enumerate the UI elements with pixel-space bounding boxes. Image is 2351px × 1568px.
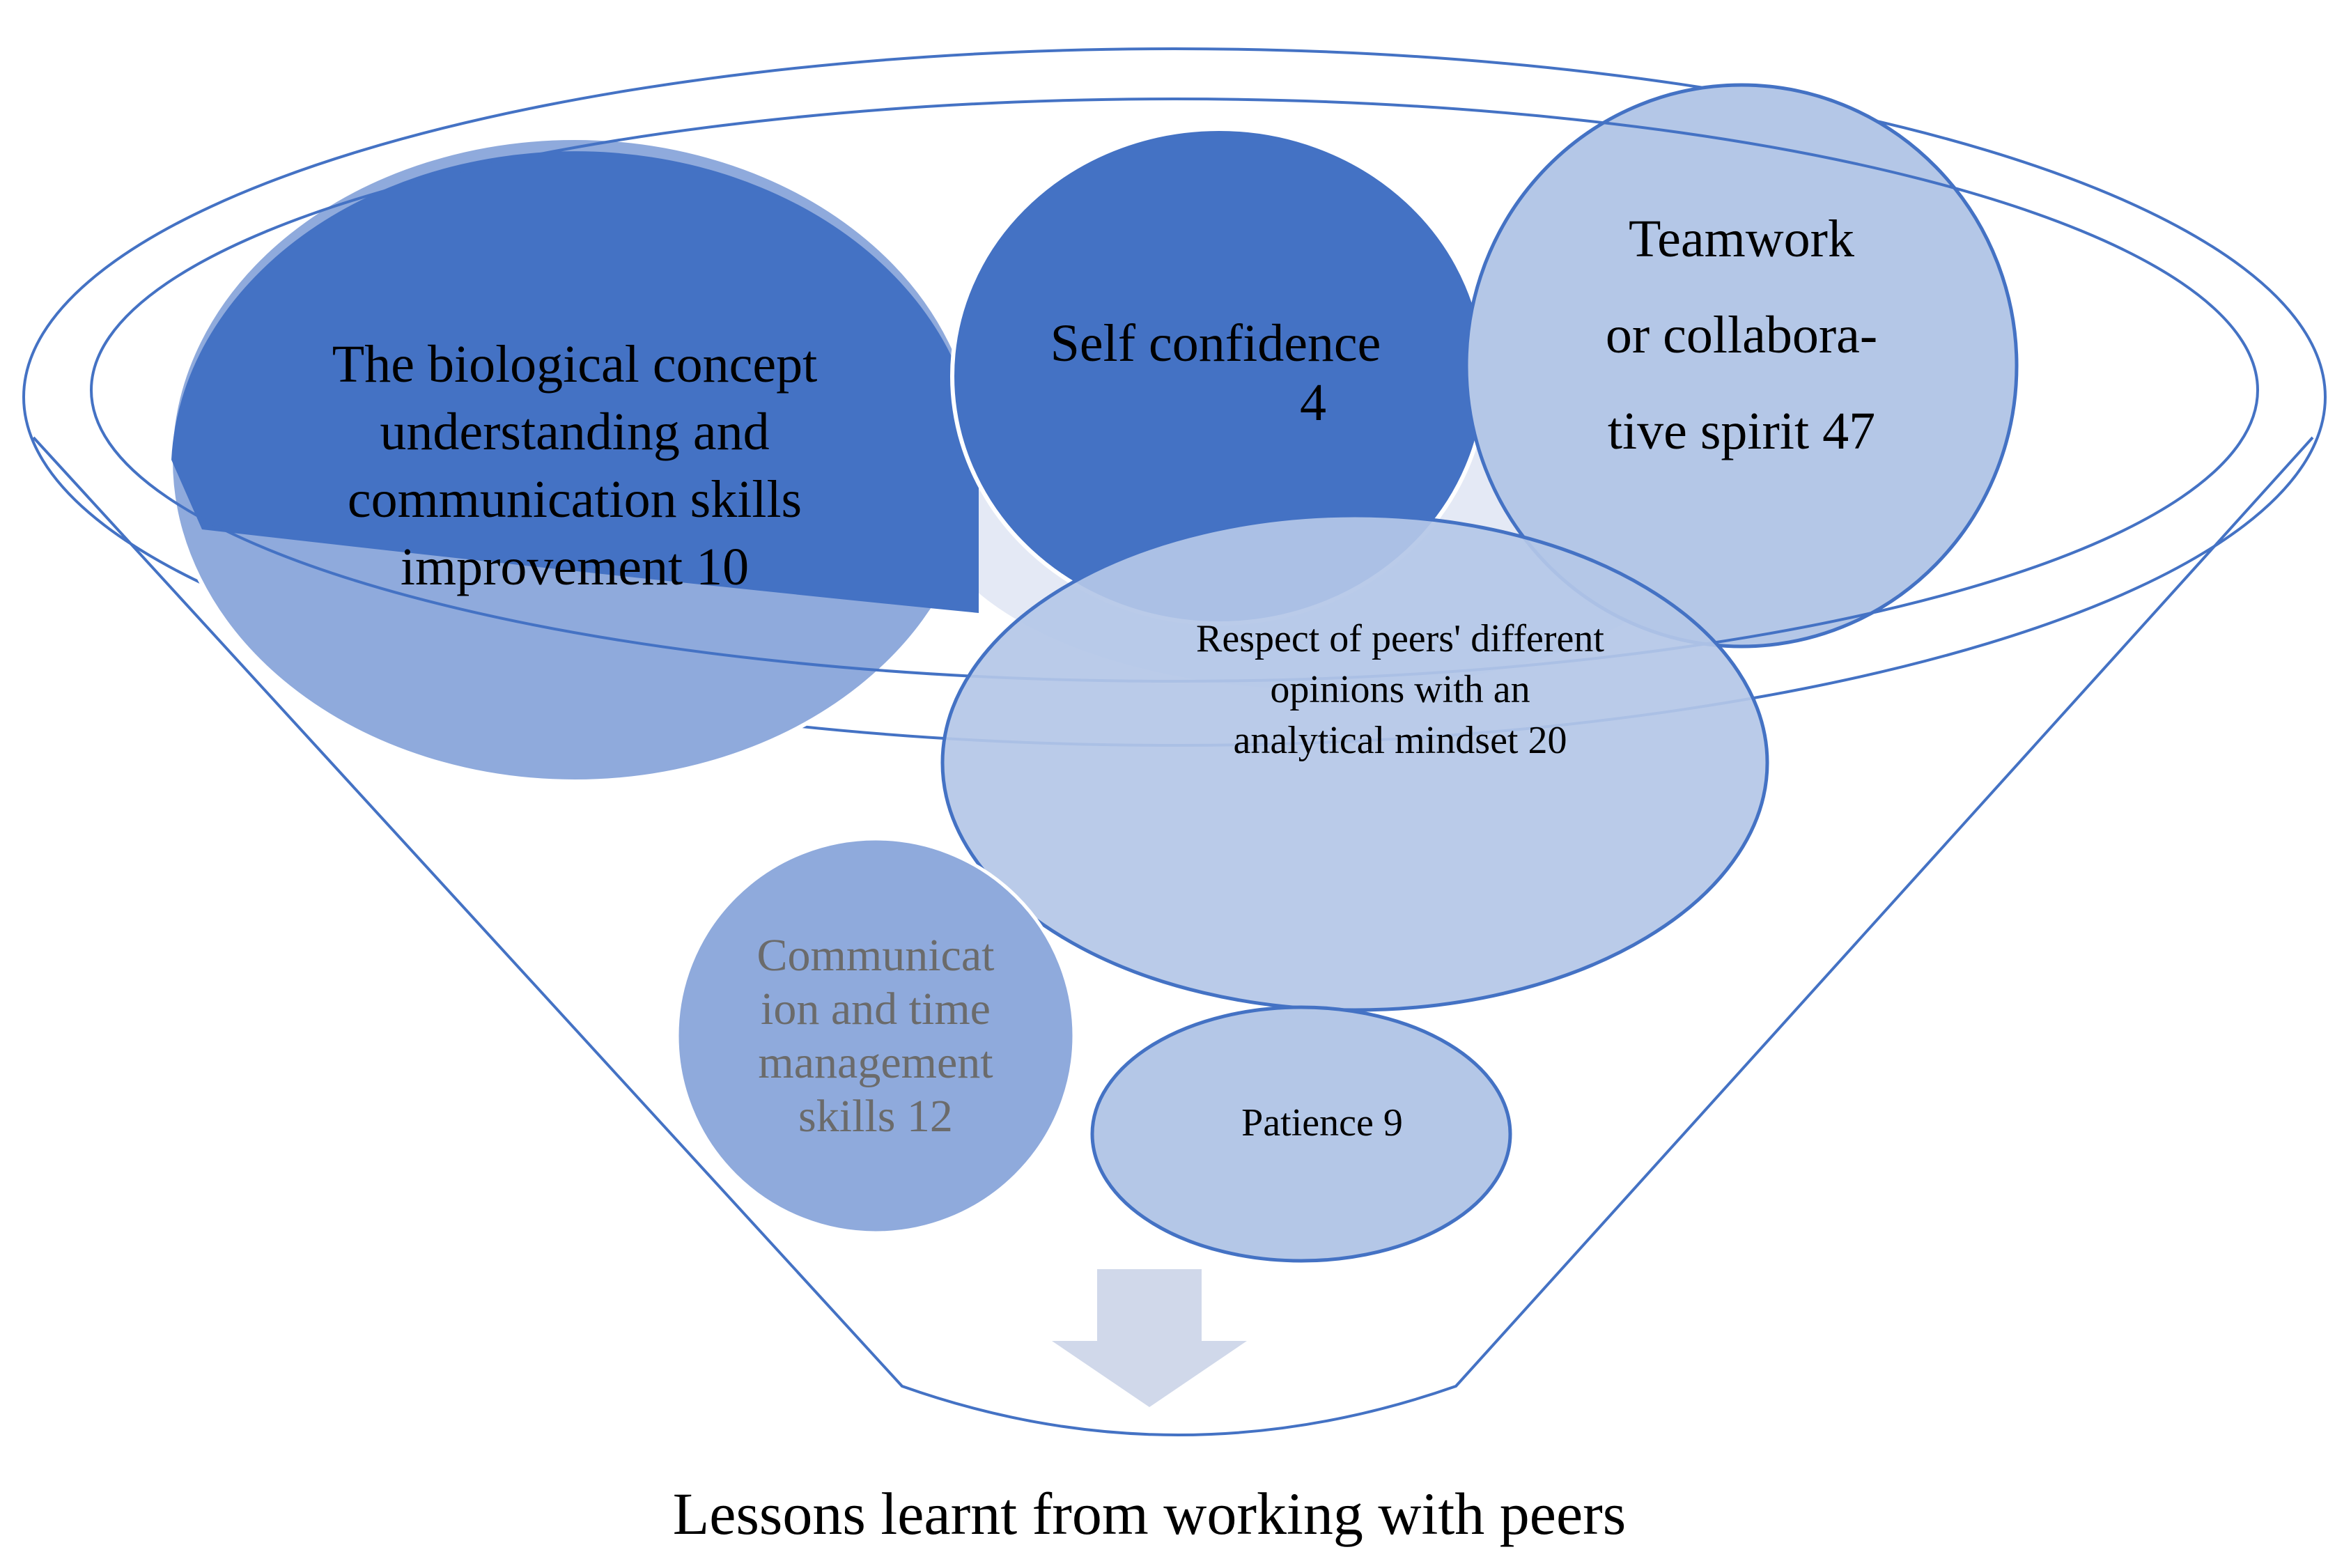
label-line: Teamwork [1629, 210, 1854, 268]
label-line: or collabora- [1606, 306, 1877, 364]
label-line: 4 [1300, 373, 1326, 432]
label-line: ion and time [761, 984, 991, 1034]
label-line: Communicat [757, 930, 995, 981]
diagram-caption: Lessons learnt from working with peers [673, 1480, 1627, 1547]
bubble-patience [1090, 1005, 1512, 1263]
label-line: opinions with an [1270, 668, 1530, 711]
label-line: analytical mindset 20 [1234, 719, 1567, 762]
label-line: Self confidence [1050, 314, 1381, 373]
label-respect: Respect of peers' different opinions with… [1196, 617, 1604, 762]
bubble-timemgmt [675, 837, 1076, 1235]
label-line: Respect of peers' different [1196, 617, 1604, 660]
funnel-outline [32, 436, 2314, 1436]
bubble-biological-dark-overlay [171, 151, 979, 613]
label-line: improvement 10 [401, 538, 749, 596]
bubble-respect [940, 513, 1769, 1012]
label-line: tive spirit 47 [1608, 402, 1875, 460]
label-line: understanding and [380, 403, 769, 461]
bubble-teamwork [1464, 83, 2019, 649]
label-patience: Patience 9 [1241, 1101, 1403, 1144]
label-line: management [758, 1037, 993, 1088]
label-line: communication skills [348, 470, 802, 529]
down-arrow-icon [1052, 1269, 1247, 1407]
label-line: skills 12 [798, 1091, 953, 1142]
label-line: The biological concept [332, 335, 817, 394]
label-line: Patience 9 [1241, 1101, 1403, 1144]
label-biological: The biological concept understanding and c… [332, 335, 817, 596]
label-teamwork: Teamwork or collabora-tive spirit 47 [1606, 210, 1877, 460]
